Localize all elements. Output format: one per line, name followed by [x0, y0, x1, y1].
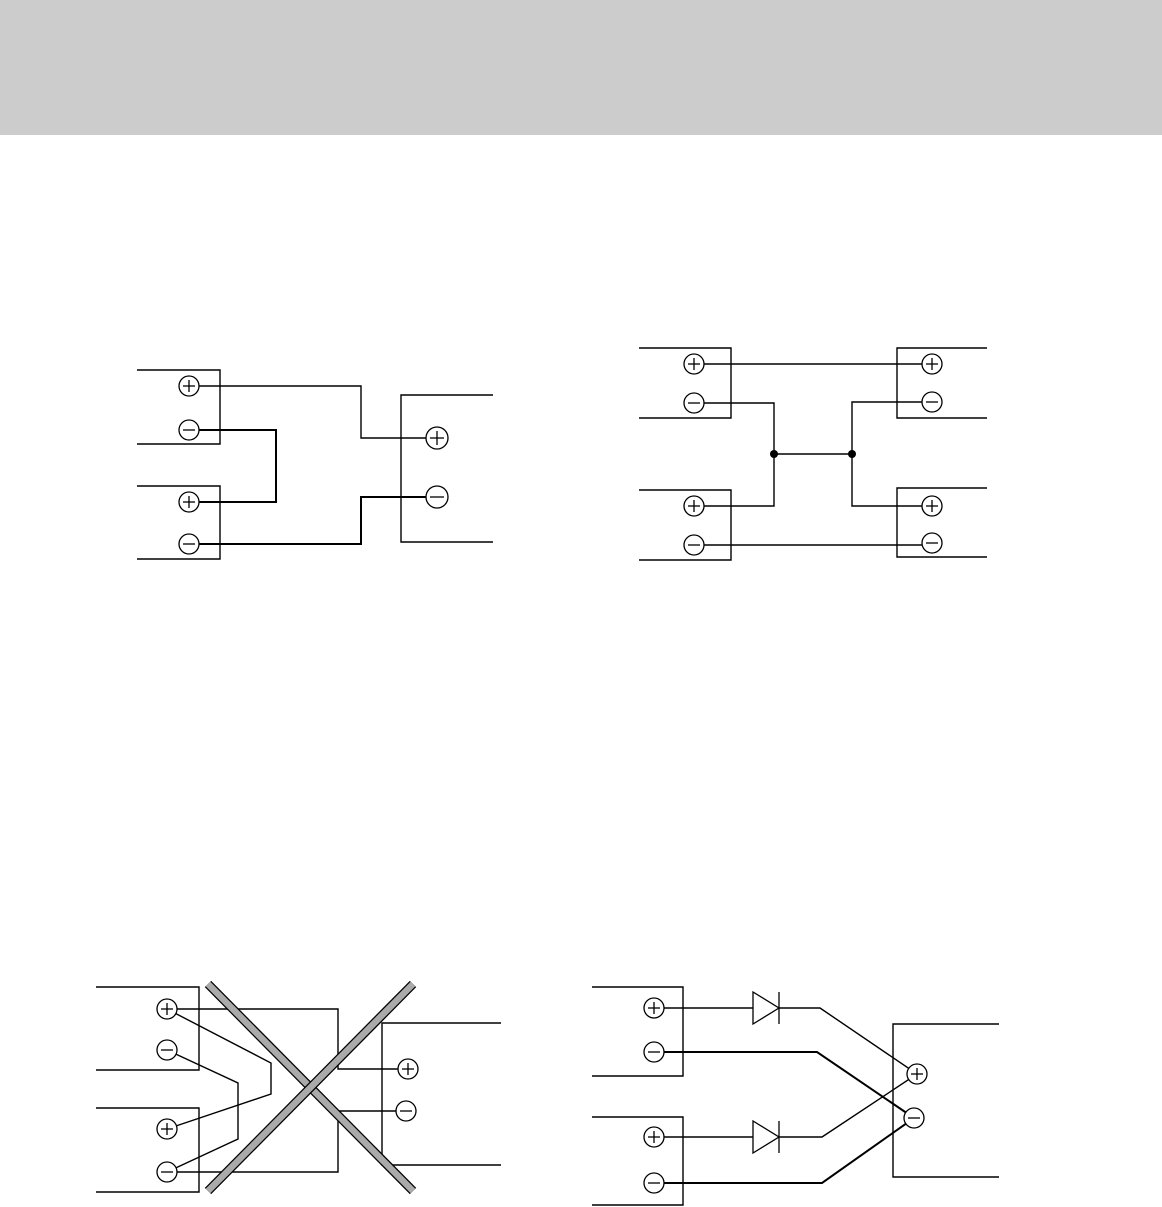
wire-minus-2: [654, 1118, 914, 1183]
minus-terminal-icon: [922, 392, 942, 412]
wire-minus-link: [167, 1050, 238, 1172]
incorrect-diagram: [96, 984, 501, 1192]
minus-terminal-icon: [684, 535, 704, 555]
minus-terminal-icon: [922, 533, 942, 553]
minus-terminal-icon: [426, 486, 448, 508]
supply-box-2: [592, 1117, 683, 1205]
wire-diode-2: [654, 1074, 917, 1137]
load-box: [893, 1024, 999, 1177]
wire-minus-1: [654, 1052, 914, 1118]
load-box: [382, 1023, 501, 1165]
minus-terminal-icon: [396, 1101, 416, 1121]
minus-terminal-icon: [684, 393, 704, 413]
supply-box-1: [137, 370, 220, 444]
plus-terminal-icon: [157, 1119, 177, 1139]
load-box-1: [897, 348, 987, 418]
plus-terminal-icon: [157, 999, 177, 1019]
diode-icon: [753, 1121, 779, 1153]
load-box: [401, 395, 493, 542]
plus-terminal-icon: [426, 427, 448, 449]
wire-minus-to-load: [189, 497, 437, 544]
supply-box-2: [137, 486, 220, 559]
supply-box-1: [592, 987, 683, 1076]
minus-terminal-icon: [644, 1173, 664, 1193]
wire-diode-1: [654, 1008, 917, 1074]
diode-diagram: [592, 987, 999, 1205]
minus-terminal-icon: [179, 534, 199, 554]
junction-dot-icon: [848, 450, 856, 458]
minus-terminal-icon: [179, 420, 199, 440]
minus-terminal-icon: [904, 1108, 924, 1128]
plus-terminal-icon: [179, 376, 199, 396]
plus-terminal-icon: [398, 1059, 418, 1079]
plus-terminal-icon: [922, 496, 942, 516]
supply-box-2: [96, 1108, 199, 1192]
plus-terminal-icon: [684, 496, 704, 516]
plus-terminal-icon: [922, 354, 942, 374]
plus-terminal-icon: [644, 1127, 664, 1147]
minus-terminal-icon: [157, 1040, 177, 1060]
plus-terminal-icon: [907, 1064, 927, 1084]
minus-terminal-icon: [157, 1162, 177, 1182]
wire-series-link: [189, 430, 276, 502]
junction-dot-icon: [770, 450, 778, 458]
parallel-diagram: [639, 348, 987, 560]
plus-terminal-icon: [644, 998, 664, 1018]
plus-terminal-icon: [179, 492, 199, 512]
series-diagram: [137, 370, 493, 559]
plus-terminal-icon: [684, 354, 704, 374]
diode-icon: [753, 992, 779, 1024]
minus-terminal-icon: [644, 1042, 664, 1062]
